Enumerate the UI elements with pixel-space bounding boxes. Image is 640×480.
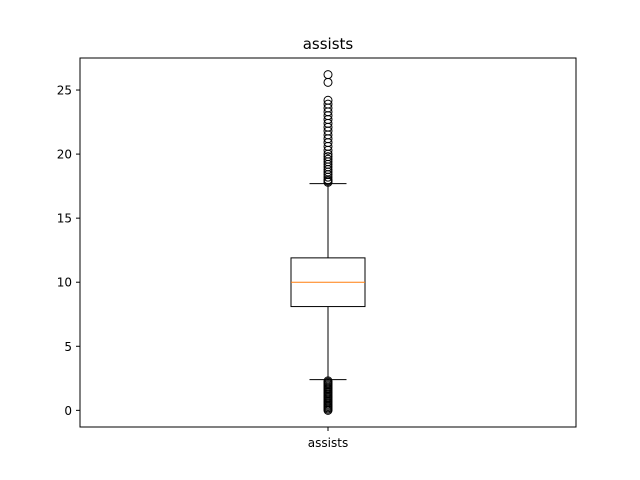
chart-title: assists	[303, 35, 354, 53]
outlier-point	[323, 70, 333, 80]
y-tick-label: 0	[64, 404, 72, 418]
outlier-point	[323, 99, 333, 109]
outlier-point	[323, 95, 333, 105]
y-tick-label: 15	[57, 212, 72, 226]
y-tick-label: 5	[64, 340, 72, 354]
outlier-point	[323, 376, 333, 386]
outlier-point	[323, 77, 333, 87]
y-tick-label: 10	[57, 276, 72, 290]
x-axis: assists	[308, 427, 348, 450]
y-axis: 0 5 10 15 20 25	[57, 84, 80, 418]
outlier-point	[323, 152, 333, 162]
x-tick-label: assists	[308, 436, 348, 450]
box-series	[290, 70, 366, 415]
y-tick-label: 25	[57, 84, 72, 98]
y-tick-label: 20	[57, 148, 72, 162]
outlier-point	[323, 154, 333, 164]
